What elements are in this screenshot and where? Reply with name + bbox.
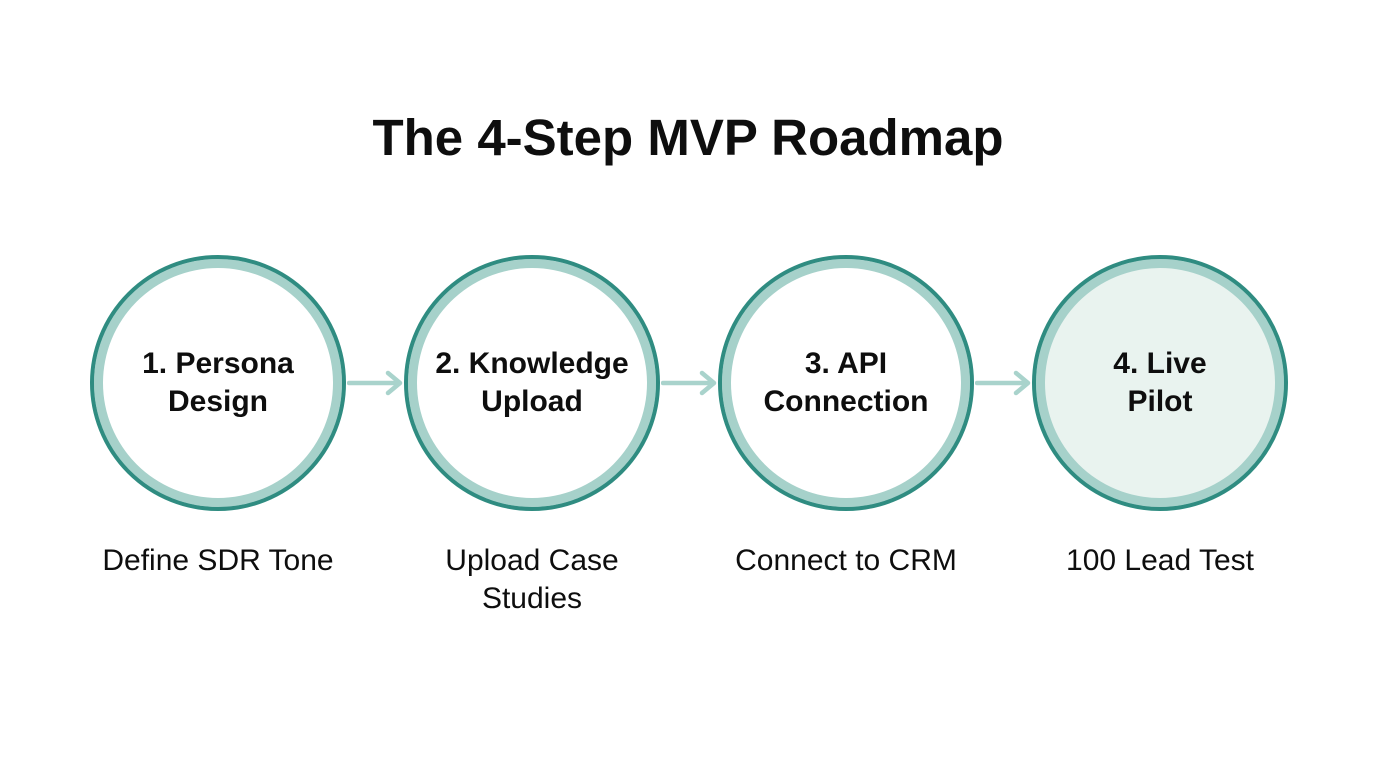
arrow-right-icon bbox=[347, 370, 403, 396]
step-4-caption: 100 Lead Test bbox=[1066, 544, 1254, 577]
arrow-right-icon bbox=[661, 370, 717, 396]
arrow-right-icon bbox=[975, 370, 1031, 396]
step-1-caption: Define SDR Tone bbox=[102, 544, 334, 577]
step-3-circle: 3. API Connection bbox=[718, 255, 974, 511]
step-2-circle: 2. Knowledge Upload bbox=[404, 255, 660, 511]
step-3-label: 3. API Connection bbox=[763, 347, 929, 418]
step-3-caption: Connect to CRM bbox=[735, 544, 957, 577]
step-1-label: 1. Persona Design bbox=[142, 347, 294, 418]
step-2-caption: Upload Case Studies bbox=[445, 544, 619, 615]
step-1-circle: 1. Persona Design bbox=[90, 255, 346, 511]
step-4-label: 4. Live Pilot bbox=[1113, 347, 1207, 418]
step-4-circle: 4. Live Pilot bbox=[1032, 255, 1288, 511]
page-title: The 4-Step MVP Roadmap bbox=[372, 109, 1004, 167]
step-2-label: 2. Knowledge Upload bbox=[435, 347, 629, 418]
